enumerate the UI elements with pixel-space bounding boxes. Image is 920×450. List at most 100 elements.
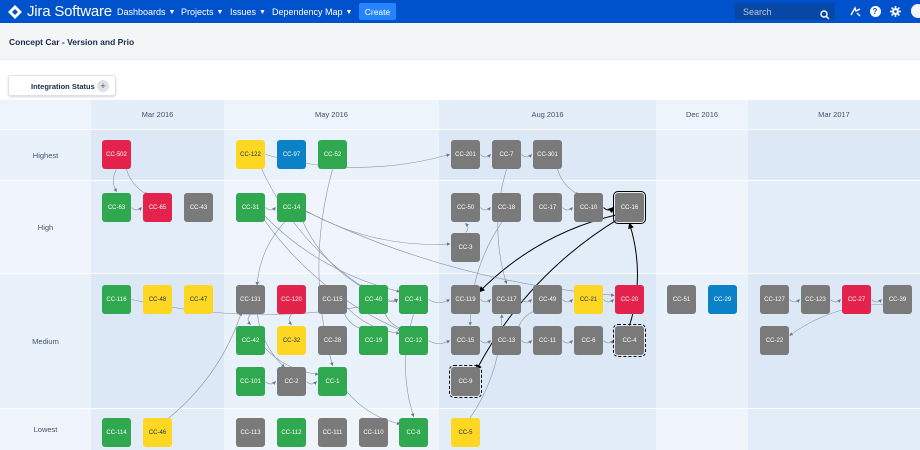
issue-card[interactable]: CC-9 (449, 365, 482, 398)
nav-menu-projects[interactable]: Projects▼ (181, 5, 223, 19)
issue-card[interactable]: CC-14 (277, 193, 306, 222)
issue-card[interactable]: CC-1 (318, 367, 347, 396)
column-header: Mar 2017 (748, 100, 920, 129)
issue-card[interactable]: CC-51 (667, 285, 696, 314)
issue-card[interactable]: CC-4 (613, 324, 646, 357)
column-header: Aug 2016 (439, 100, 656, 129)
issue-card[interactable]: CC-47 (184, 285, 213, 314)
issue-card[interactable]: CC-28 (318, 326, 347, 355)
issue-card[interactable]: CC-201 (451, 140, 480, 169)
issue-card[interactable]: CC-2 (277, 367, 306, 396)
nav-menu-dependency-map[interactable]: Dependency Map▼ (272, 5, 352, 19)
issue-card[interactable]: CC-65 (143, 193, 172, 222)
issue-card[interactable]: CC-301 (533, 140, 562, 169)
nav-menu-label: Projects (181, 7, 214, 17)
issue-card[interactable]: CC-114 (102, 418, 131, 447)
issue-card[interactable]: CC-16 (613, 191, 646, 224)
issue-card[interactable]: CC-46 (143, 418, 172, 447)
app-name: Jira Software (27, 3, 112, 20)
issue-card[interactable]: CC-112 (277, 418, 306, 447)
issue-card[interactable]: CC-29 (708, 285, 737, 314)
chevron-down-icon: ▼ (259, 8, 266, 16)
issue-card[interactable]: CC-52 (318, 140, 347, 169)
issue-card[interactable]: CC-12 (399, 326, 428, 355)
issue-card[interactable]: CC-20 (615, 285, 644, 314)
issue-card[interactable]: CC-97 (277, 140, 306, 169)
search-icon[interactable] (820, 7, 830, 20)
integration-status-button[interactable]: Integration Status + (8, 75, 116, 96)
issue-card[interactable]: CC-113 (236, 418, 265, 447)
notifications-icon[interactable] (848, 4, 862, 18)
nav-menu-label: Dashboards (117, 7, 166, 17)
chevron-down-icon: ▼ (216, 8, 224, 16)
issue-card[interactable]: CC-43 (184, 193, 213, 222)
issue-card[interactable]: CC-63 (102, 193, 131, 222)
issue-card[interactable]: CC-111 (318, 418, 347, 447)
issue-card[interactable]: CC-101 (236, 367, 265, 396)
issue-card[interactable]: CC-502 (102, 140, 131, 169)
search-input[interactable] (735, 3, 819, 20)
issue-card[interactable]: CC-131 (236, 285, 265, 314)
matrix-cell (748, 180, 920, 273)
issue-card[interactable]: CC-18 (492, 193, 521, 222)
search-box (735, 3, 835, 20)
issue-card[interactable]: CC-116 (102, 285, 131, 314)
user-avatar[interactable] (911, 4, 920, 18)
issue-card[interactable]: CC-15 (451, 326, 480, 355)
plus-icon[interactable]: + (97, 80, 109, 92)
issue-card[interactable]: CC-13 (492, 326, 521, 355)
nav-menu-label: Dependency Map (272, 7, 343, 17)
nav-menu-dashboards[interactable]: Dashboards▼ (117, 5, 175, 19)
page-title: Concept Car - Version and Prio (9, 37, 135, 47)
issue-card[interactable]: CC-42 (236, 326, 265, 355)
issue-card[interactable]: CC-40 (359, 285, 388, 314)
issue-card[interactable]: CC-3 (451, 233, 480, 262)
jira-logo-icon (8, 4, 22, 19)
issue-card[interactable]: CC-120 (277, 285, 306, 314)
issue-card[interactable]: CC-21 (574, 285, 603, 314)
column-header: Mar 2016 (91, 100, 224, 129)
row-header: High (0, 180, 91, 273)
issue-card[interactable]: CC-10 (574, 193, 603, 222)
issue-card[interactable]: CC-115 (318, 285, 347, 314)
chevron-down-icon: ▼ (345, 8, 353, 16)
issue-card[interactable]: CC-17 (533, 193, 562, 222)
issue-card[interactable]: CC-127 (760, 285, 789, 314)
issue-card[interactable]: CC-49 (533, 285, 562, 314)
settings-gear-icon[interactable] (888, 4, 902, 18)
page-header: Concept Car - Version and Prio (0, 23, 920, 60)
issue-card[interactable]: CC-8 (399, 418, 428, 447)
issue-card[interactable]: CC-6 (574, 326, 603, 355)
nav-menu-label: Issues (230, 7, 257, 17)
column-header: May 2016 (224, 100, 439, 129)
issue-card[interactable]: CC-27 (842, 285, 871, 314)
issue-card[interactable]: CC-31 (236, 193, 265, 222)
issue-card[interactable]: CC-123 (801, 285, 830, 314)
issue-card[interactable]: CC-7 (492, 140, 521, 169)
nav-menu-issues[interactable]: Issues▼ (230, 5, 266, 19)
matrix-cell (656, 180, 748, 273)
chevron-down-icon: ▼ (168, 8, 176, 16)
issue-card[interactable]: CC-39 (883, 285, 912, 314)
issue-card[interactable]: CC-119 (451, 285, 480, 314)
create-button[interactable]: Create (359, 3, 396, 20)
issue-card[interactable]: CC-122 (236, 140, 265, 169)
row-header: Highest (0, 129, 91, 180)
matrix-cell (748, 408, 920, 450)
jira-logo[interactable]: Jira Software (8, 3, 112, 20)
issue-card[interactable]: CC-11 (533, 326, 562, 355)
issue-card[interactable]: CC-110 (359, 418, 388, 447)
help-icon[interactable]: ? (868, 4, 882, 18)
issue-card[interactable]: CC-5 (451, 418, 480, 447)
issue-card[interactable]: CC-19 (359, 326, 388, 355)
issue-card[interactable]: CC-41 (399, 285, 428, 314)
matrix-cell (656, 129, 748, 180)
issue-card[interactable]: CC-117 (492, 285, 521, 314)
issue-card[interactable]: CC-32 (277, 326, 306, 355)
issue-card[interactable]: CC-22 (760, 326, 789, 355)
issue-card[interactable]: CC-50 (451, 193, 480, 222)
top-navigation-bar: Jira Software Dashboards▼ Projects▼ Issu… (0, 0, 920, 23)
issue-card[interactable]: CC-48 (143, 285, 172, 314)
